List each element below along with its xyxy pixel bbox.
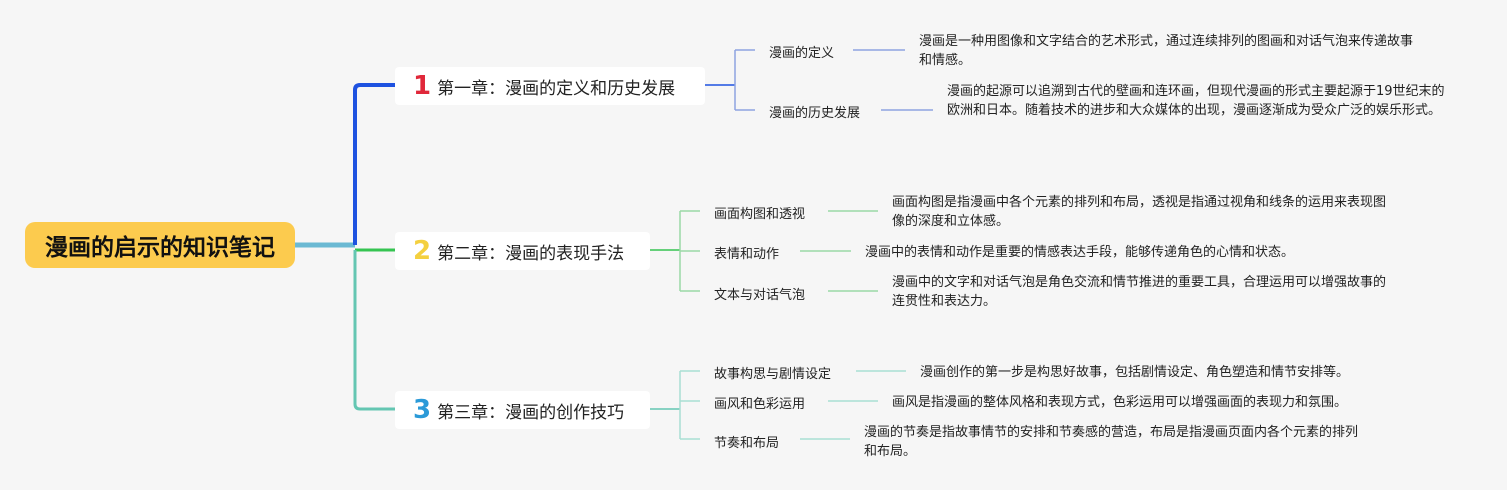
chapter-node-1[interactable]: 1 第一章：漫画的定义和历史发展	[395, 67, 705, 105]
number-1-icon: 1	[413, 71, 432, 101]
chapter-node-2[interactable]: 2 第二章：漫画的表现手法	[395, 232, 650, 270]
root-label: 漫画的启示的知识笔记	[45, 235, 275, 261]
root-node[interactable]: 漫画的启示的知识笔记	[25, 222, 295, 268]
topic-node[interactable]: 画风和色彩运用	[714, 397, 806, 412]
topic-detail: 漫画是一种用图像和文字结合的艺术形式，通过连续排列的图画和对话气泡来传递故事和情…	[919, 34, 1414, 68]
topic-detail: 漫画的起源可以追溯到古代的壁画和连环画，但现代漫画的形式主要起源于19世纪末的欧…	[947, 84, 1445, 118]
chapter-node-3[interactable]: 3 第三章：漫画的创作技巧	[395, 391, 650, 429]
branch-line-1	[353, 83, 395, 245]
topic-detail: 漫画创作的第一步是构思好故事，包括剧情设定、角色塑造和情节安排等。	[920, 365, 1350, 380]
topic-node[interactable]: 漫画的历史发展	[769, 106, 861, 121]
chapter-title: 第一章：漫画的定义和历史发展	[437, 78, 676, 99]
topic-node[interactable]: 文本与对话气泡	[714, 288, 806, 303]
topic-node[interactable]: 画面构图和透视	[714, 207, 806, 222]
chapter-title: 第三章：漫画的创作技巧	[437, 402, 625, 423]
topic-detail: 画面构图是指漫画中各个元素的排列和布局，透视是指通过视角和线条的运用来表现图像的…	[892, 195, 1387, 229]
topic-node[interactable]: 表情和动作	[714, 247, 780, 262]
topic-node[interactable]: 漫画的定义	[769, 46, 835, 61]
topic-detail: 画风是指漫画的整体风格和表现方式，色彩运用可以增强画面的表现力和氛围。	[892, 395, 1348, 410]
branch-line-3	[353, 250, 395, 411]
number-3-icon: 3	[413, 395, 432, 425]
topic-detail: 漫画中的文字和对话气泡是角色交流和情节推进的重要工具，合理运用可以增强故事的连贯…	[892, 275, 1387, 309]
number-2-icon: 2	[413, 236, 432, 266]
topic-node[interactable]: 故事构思与剧情设定	[714, 367, 832, 382]
topic-detail: 漫画的节奏是指故事情节的安排和节奏感的营造，布局是指漫画页面内各个元素的排列和布…	[864, 425, 1359, 459]
topic-node[interactable]: 节奏和布局	[714, 436, 780, 451]
chapter-title: 第二章：漫画的表现手法	[437, 243, 625, 264]
topic-detail: 漫画中的表情和动作是重要的情感表达手段，能够传递角色的心情和状态。	[865, 245, 1295, 260]
